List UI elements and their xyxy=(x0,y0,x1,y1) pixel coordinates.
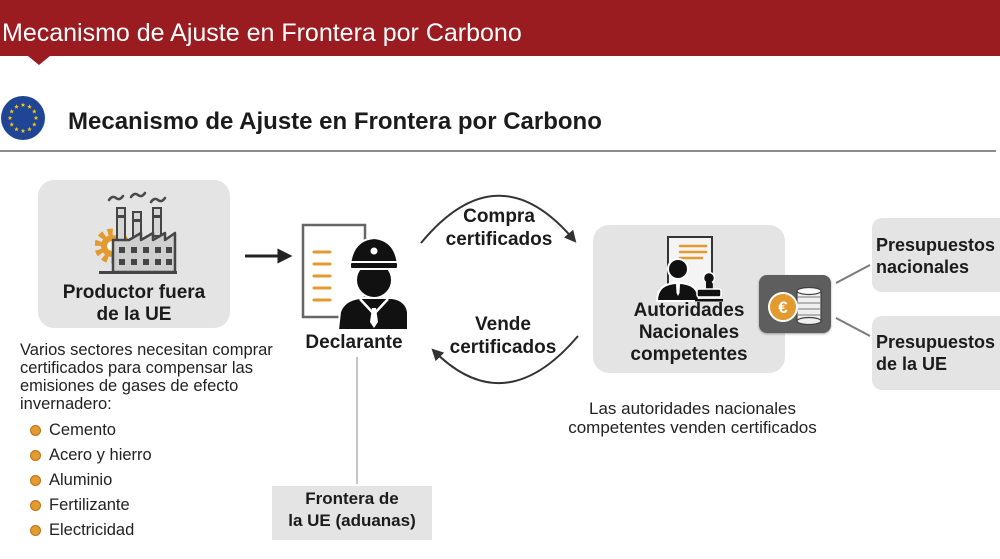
banner-notch xyxy=(28,56,50,65)
page-title: Mecanismo de Ajuste en Frontera por Carb… xyxy=(68,108,602,135)
producer-label: Productor fuera de la UE xyxy=(38,282,230,326)
border-label: Frontera de la UE (aduanas) xyxy=(272,488,432,532)
sector-item: Aluminio xyxy=(30,469,152,494)
sector-label: Aluminio xyxy=(49,471,113,489)
eu-budget-box xyxy=(872,316,1000,390)
sell-label-line: Vende xyxy=(475,314,531,335)
sector-item: Electricidad xyxy=(30,519,152,544)
bullet-dot xyxy=(30,525,41,536)
eu-budget-label-line: Presupuestos xyxy=(876,332,996,352)
smoke xyxy=(107,191,167,204)
sectors-intro-line: certificados para compensar las xyxy=(20,359,253,377)
sell-certificates-label: Vende certificados xyxy=(435,313,571,359)
authorities-label-line: Autoridades xyxy=(633,300,745,321)
authorities-label-line: Nacionales xyxy=(638,322,740,343)
eu-budget-label: Presupuestos de la UE xyxy=(876,331,995,375)
header-divider xyxy=(0,150,996,152)
top-banner xyxy=(0,0,1000,56)
producer-label-line: de la UE xyxy=(96,304,172,325)
border-label-line: la UE (aduanas) xyxy=(288,511,416,530)
authorities-label-line: competentes xyxy=(630,344,748,365)
factory-windows xyxy=(119,247,172,265)
border-box xyxy=(272,486,432,540)
national-budget-label: Presupuestos nacionales xyxy=(876,234,995,278)
declarant-officer-icon xyxy=(301,223,409,331)
sell-label-line: certificados xyxy=(449,337,557,358)
factory-icon xyxy=(95,191,177,274)
chimneys xyxy=(116,207,162,241)
sector-label: Electricidad xyxy=(49,521,135,539)
sector-list: Cemento Acero y hierro Aluminio Fertiliz… xyxy=(30,419,152,544)
sector-item: Acero y hierro xyxy=(30,444,152,469)
sectors-intro-line: emisiones de gases de efecto xyxy=(20,377,239,395)
national-budget-label-line: Presupuestos xyxy=(876,235,996,255)
producer-label-line: Productor fuera xyxy=(62,282,206,303)
coin-stack xyxy=(796,286,822,326)
authorities-note-line: competentes venden certificados xyxy=(568,418,817,437)
bullet-dot xyxy=(30,475,41,486)
buy-label-line: certificados xyxy=(445,229,553,250)
declarant-label: Declarante xyxy=(305,332,403,353)
sectors-intro-line: Varios sectores necesitan comprar xyxy=(20,341,273,359)
authorities-note: Las autoridades nacionales competentes v… xyxy=(560,399,825,437)
sector-label: Fertilizante xyxy=(49,496,130,514)
buy-certificates-label: Compra certificados xyxy=(431,205,567,251)
euro-coins-icon: € xyxy=(768,286,822,326)
euro-coin xyxy=(768,292,798,322)
bullet-dot xyxy=(30,450,41,461)
official-person xyxy=(655,258,701,302)
sector-item: Fertilizante xyxy=(30,494,152,519)
sectors-intro: Varios sectores necesitan comprar certif… xyxy=(20,341,273,413)
sector-label: Cemento xyxy=(49,421,116,439)
eu-flag-icon xyxy=(1,96,45,140)
authorities-note-line: Las autoridades nacionales xyxy=(589,399,796,418)
national-budget-label-line: nacionales xyxy=(876,257,970,277)
border-label-line: Frontera de xyxy=(305,489,399,508)
bullet-dot xyxy=(30,500,41,511)
sectors-intro-line: invernadero: xyxy=(20,395,112,413)
euro-coins-box: € xyxy=(759,275,831,333)
euro-symbol: € xyxy=(778,298,788,317)
banner-title: Mecanismo de Ajuste en Frontera por Carb… xyxy=(2,19,522,47)
national-budget-box xyxy=(872,218,1000,292)
sector-item: Cemento xyxy=(30,419,152,444)
rubber-stamp xyxy=(695,271,723,302)
eu-budget-label-line: de la UE xyxy=(876,354,948,374)
authorities-label: Autoridades Nacionales competentes xyxy=(593,300,785,366)
national-budget-connector xyxy=(835,264,871,284)
customs-officer xyxy=(336,236,409,331)
sector-label: Acero y hierro xyxy=(49,446,152,464)
buy-label-line: Compra xyxy=(463,206,535,227)
bullet-dot xyxy=(30,425,41,436)
authority-stamp-icon xyxy=(655,236,723,302)
eu-budget-connector xyxy=(835,317,871,337)
